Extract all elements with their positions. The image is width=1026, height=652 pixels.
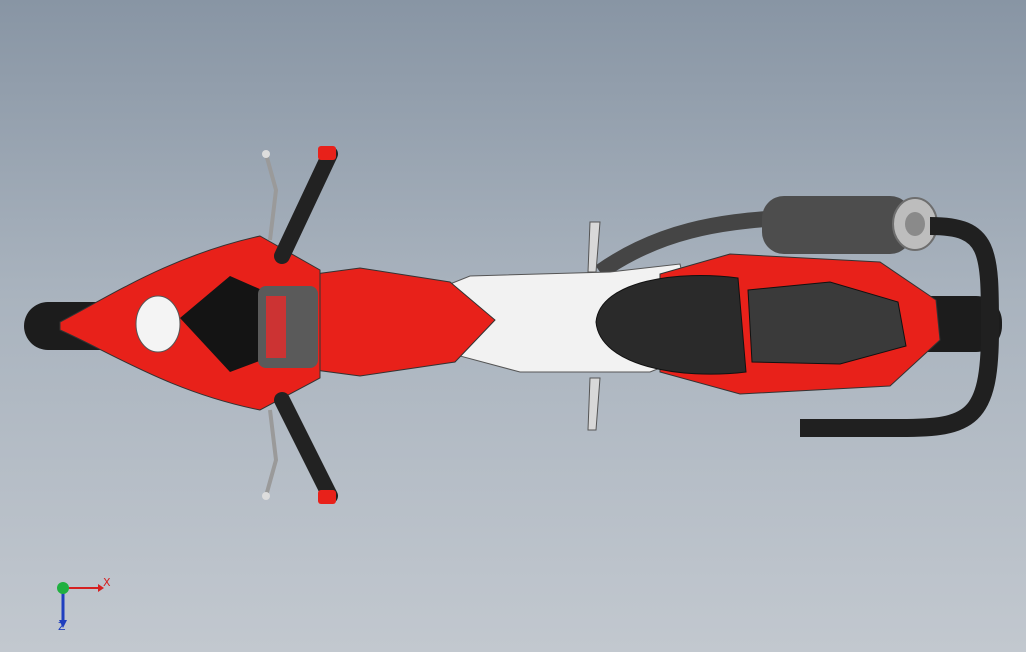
footpeg-bottom bbox=[587, 377, 601, 431]
passenger-seat bbox=[747, 281, 907, 365]
muffler-outlet bbox=[905, 212, 925, 236]
grip-end-left bbox=[318, 146, 336, 160]
exhaust-loop-pipe bbox=[800, 217, 1000, 437]
lever-tip-right bbox=[262, 492, 270, 500]
y-axis-marker bbox=[57, 582, 69, 594]
footpeg-top bbox=[587, 221, 601, 273]
windscreen bbox=[180, 276, 262, 372]
headlight bbox=[135, 295, 181, 353]
axis-triad-graphic bbox=[57, 582, 104, 628]
z-arrowhead bbox=[59, 620, 67, 628]
axis-triad: X Z bbox=[48, 570, 118, 640]
rider-seat bbox=[595, 274, 747, 375]
grip-end-right bbox=[318, 490, 336, 504]
handlebar-right bbox=[274, 392, 338, 504]
z-axis-label: Z bbox=[58, 620, 66, 633]
clutch-lever-right bbox=[264, 409, 279, 497]
lever-tip-left bbox=[262, 150, 270, 158]
cluster-detail bbox=[266, 296, 286, 358]
x-arrowhead bbox=[98, 584, 104, 592]
brake-lever-left bbox=[264, 153, 279, 241]
x-axis-label: X bbox=[103, 576, 111, 589]
muffler bbox=[762, 196, 912, 254]
handlebar-left bbox=[274, 146, 338, 264]
